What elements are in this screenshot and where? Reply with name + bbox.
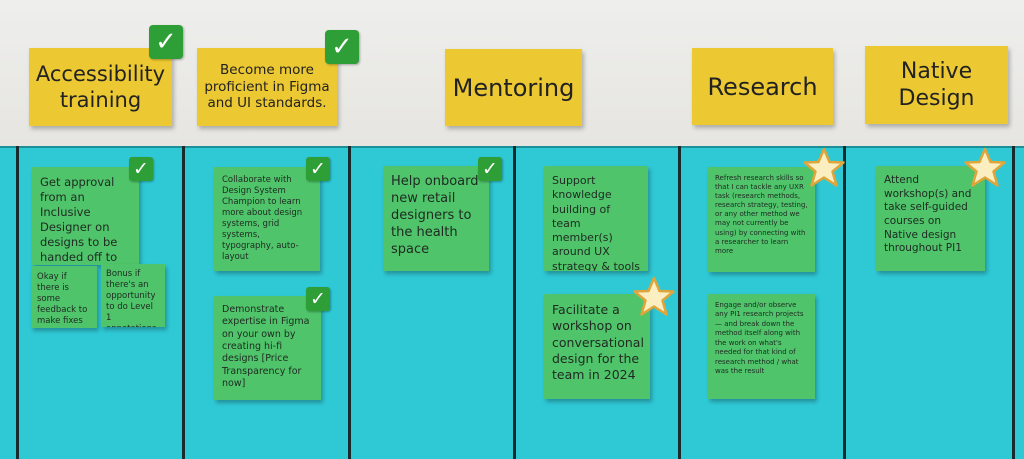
sticky-note: Collaborate with Design System Champion … <box>214 167 320 271</box>
note-text: Okay if there is some feedback to make f… <box>37 272 88 327</box>
sticky-note: Bonus if there's an opportunity to do Le… <box>101 264 165 327</box>
kanban-board <box>0 146 1024 459</box>
column-divider <box>1012 146 1015 459</box>
column-divider <box>843 146 846 459</box>
sticky-note: Support knowledge building of team membe… <box>544 166 648 271</box>
star-icon <box>633 276 675 316</box>
star-icon <box>964 147 1006 187</box>
sticky-note: Okay if there is some feedback to make f… <box>31 266 97 328</box>
note-text: Get approval from an Inclusive Designer … <box>40 175 118 265</box>
column-divider <box>182 146 185 459</box>
sticky-note: Facilitate a workshop on conversational … <box>544 294 650 399</box>
check-mark-button-icon: ✓ <box>306 287 330 311</box>
note-text: Engage and/or observe any PI1 research p… <box>715 301 804 376</box>
column-divider <box>678 146 681 459</box>
column-divider <box>513 146 516 459</box>
header-research: Research <box>692 48 833 125</box>
header-label: Mentoring <box>452 73 575 102</box>
sticky-note: Help onboard new retail designers to the… <box>383 166 489 271</box>
header-label: Become more proficient in Figma and UI s… <box>204 61 330 112</box>
sticky-note: Refresh research skills so that I can ta… <box>708 167 815 272</box>
header-mentoring: Mentoring <box>445 49 582 126</box>
note-text: Attend workshop(s) and take self-guided … <box>884 174 972 255</box>
sticky-note: Get approval from an Inclusive Designer … <box>32 167 139 265</box>
check-mark-button-icon: ✓ <box>478 157 502 181</box>
check-mark-button-icon: ✓ <box>325 30 359 64</box>
header-label: Research <box>707 72 818 101</box>
check-mark-button-icon: ✓ <box>129 157 153 181</box>
sticky-note: Attend workshop(s) and take self-guided … <box>876 166 985 271</box>
check-mark-button-icon: ✓ <box>306 157 330 181</box>
note-text: Facilitate a workshop on conversational … <box>552 302 644 382</box>
sticky-note: Engage and/or observe any PI1 research p… <box>708 294 815 399</box>
note-text: Refresh research skills so that I can ta… <box>715 174 808 255</box>
column-divider <box>16 146 19 459</box>
note-text: Support knowledge building of team membe… <box>552 174 641 271</box>
column-divider <box>348 146 351 459</box>
header-label: Accessibility training <box>35 61 166 112</box>
header-accessibility-training: Accessibility training <box>29 48 172 126</box>
note-text: Collaborate with Design System Champion … <box>222 175 303 263</box>
star-icon <box>803 147 845 187</box>
header-figma-proficiency: Become more proficient in Figma and UI s… <box>197 48 337 126</box>
sticky-note: Demonstrate expertise in Figma on your o… <box>214 296 321 400</box>
header-label: Native Design <box>898 58 975 112</box>
note-text: Bonus if there's an opportunity to do Le… <box>106 269 156 327</box>
header-native-design: Native Design <box>865 46 1008 124</box>
note-text: Help onboard new retail designers to the… <box>391 174 479 257</box>
note-text: Demonstrate expertise in Figma on your o… <box>222 304 310 390</box>
check-mark-button-icon: ✓ <box>149 25 183 59</box>
